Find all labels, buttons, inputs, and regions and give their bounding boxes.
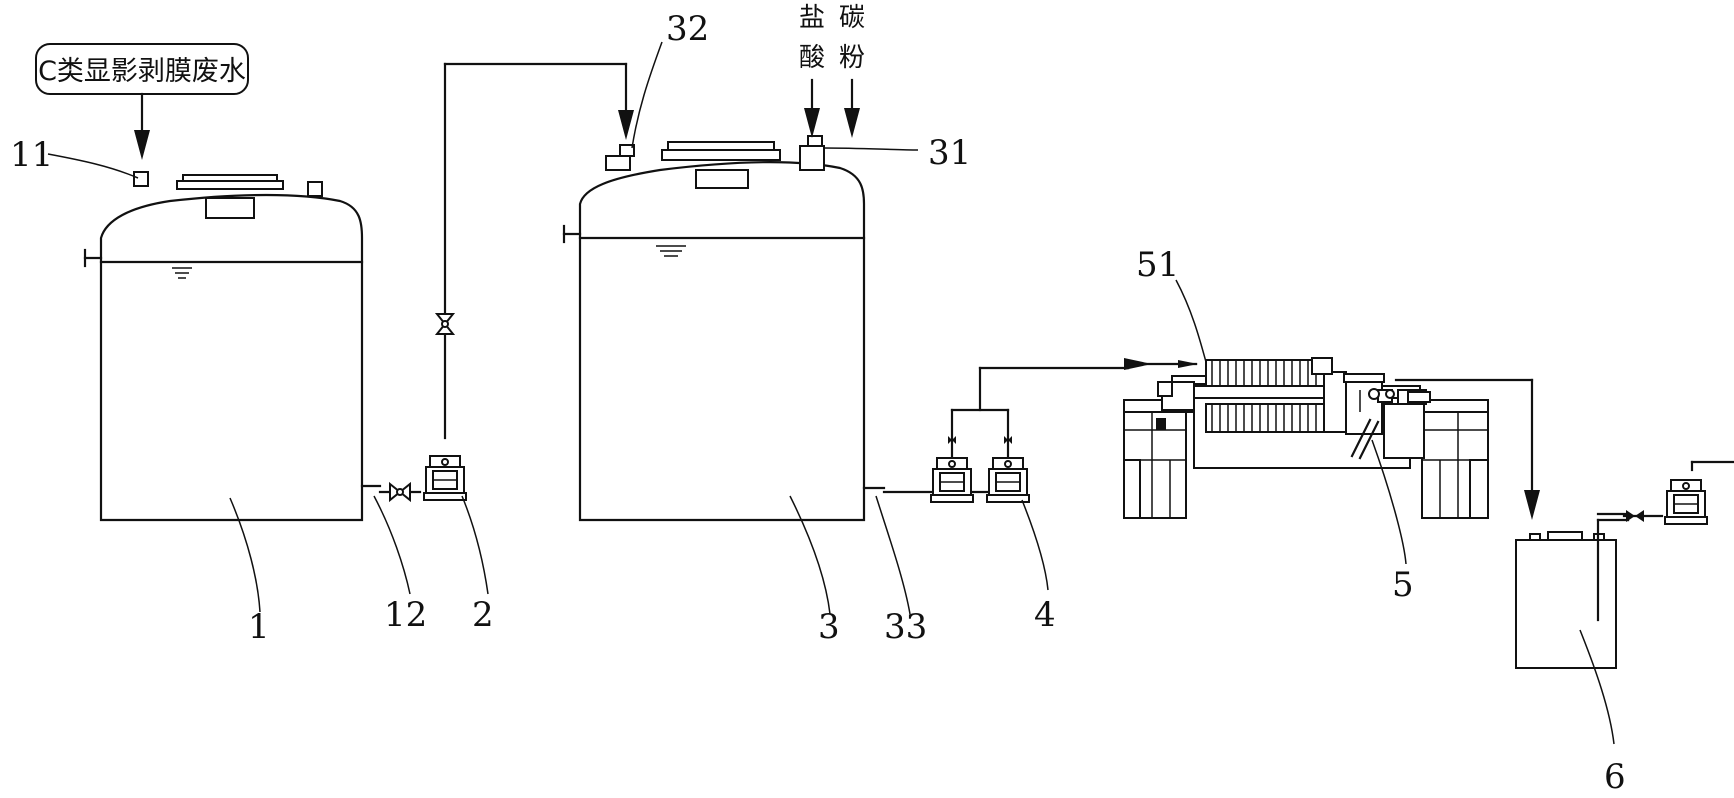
pipe-tank3-to-filter (882, 358, 1198, 494)
label-pump-2: 2 (472, 595, 494, 635)
source-label-box: C类显影剥膜废水 (35, 43, 249, 95)
label-tank-6: 6 (1604, 757, 1626, 797)
small-valve-4b (1004, 436, 1012, 444)
tank-6 (1515, 518, 1630, 669)
source-label-text: C类显影剥膜废水 (38, 56, 246, 87)
carbon-arrow (844, 78, 860, 138)
label-tank-1: 1 (248, 607, 270, 647)
valve-before-pump-2 (389, 483, 411, 501)
small-valve-4a (948, 436, 956, 444)
label-outlet-33: 33 (884, 607, 927, 647)
pipe-filter-to-tank6 (1394, 378, 1540, 520)
pump-after-tank6 (1664, 479, 1708, 525)
label-inlet-31: 31 (928, 133, 971, 173)
hcl-label-2: 酸 (799, 43, 825, 73)
valve-tank6-outlet (1626, 510, 1644, 522)
pump-4a (930, 457, 974, 503)
valve-vertical-pump-2 (436, 313, 454, 335)
label-outlet-12: 12 (384, 595, 427, 635)
hcl-label-1: 盐 (799, 3, 825, 33)
filter-press-5 (1123, 357, 1489, 519)
label-filter-press-5: 5 (1392, 565, 1414, 605)
source-arrow (134, 92, 150, 160)
pump-4b (986, 457, 1030, 503)
label-plates-51: 51 (1136, 245, 1179, 285)
pump-2 (423, 455, 467, 501)
carbon-label-1: 碳 (839, 3, 865, 33)
leader-lines (47, 41, 1615, 745)
label-tank-3: 3 (818, 607, 840, 647)
pipe-tank1-to-tank3 (378, 62, 634, 494)
filter-plates-51 (1205, 359, 1325, 433)
carbon-label-2: 粉 (839, 43, 865, 73)
label-inlet-32: 32 (666, 9, 709, 49)
tank-3 (562, 135, 886, 522)
tank-1 (83, 171, 382, 522)
hcl-arrow (804, 78, 820, 138)
label-inlet-11: 11 (10, 135, 53, 175)
label-pump-4: 4 (1034, 595, 1056, 635)
